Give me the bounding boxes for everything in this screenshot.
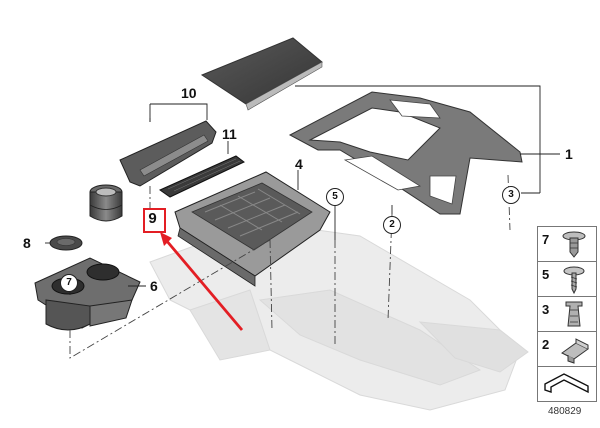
document-number: 480829 xyxy=(548,406,582,417)
cupholder-insert xyxy=(89,184,123,222)
callout-4: 4 xyxy=(295,156,303,172)
legend-item: 7 xyxy=(537,226,597,262)
callout-3-circle: 3 xyxy=(502,186,520,204)
center-trim-panel xyxy=(288,91,523,215)
legend-number: 2 xyxy=(542,337,550,352)
leader-lines xyxy=(45,85,560,295)
legend-item: 3 xyxy=(537,296,597,332)
legend-item xyxy=(537,366,597,402)
carrier-frame xyxy=(174,171,331,287)
callout-7-circle: 7 xyxy=(60,274,78,292)
legend-number: 5 xyxy=(542,267,550,282)
spring-clip-icon xyxy=(561,338,589,364)
callout-1: 1 xyxy=(565,146,573,162)
callout-9: 9 xyxy=(148,210,157,227)
legend-number: 7 xyxy=(542,232,550,247)
fastener-legend: 7 5 3 2 xyxy=(537,226,597,403)
callout-5-circle: 5 xyxy=(326,188,344,206)
callout-2-circle: 2 xyxy=(383,216,401,234)
tray-mat xyxy=(158,155,245,198)
highlight-arrow xyxy=(160,232,244,331)
angle-bracket-icon xyxy=(544,373,589,394)
legend-number: 3 xyxy=(542,302,550,317)
storage-tray xyxy=(119,120,217,187)
callout-8: 8 xyxy=(23,235,31,251)
cupholder-unit xyxy=(34,257,141,331)
callout-11: 11 xyxy=(222,126,237,142)
legend-item: 5 xyxy=(537,261,597,297)
screw-icon xyxy=(563,266,585,295)
legend-item: 2 xyxy=(537,331,597,367)
highlight-box xyxy=(143,208,166,233)
callout-10: 10 xyxy=(181,85,197,101)
mushroom-clip-icon xyxy=(562,231,586,258)
callout-6: 6 xyxy=(150,278,158,294)
cupholder-disc xyxy=(49,235,83,251)
expanding-nut-icon xyxy=(565,301,583,327)
armrest-cover xyxy=(200,37,323,111)
